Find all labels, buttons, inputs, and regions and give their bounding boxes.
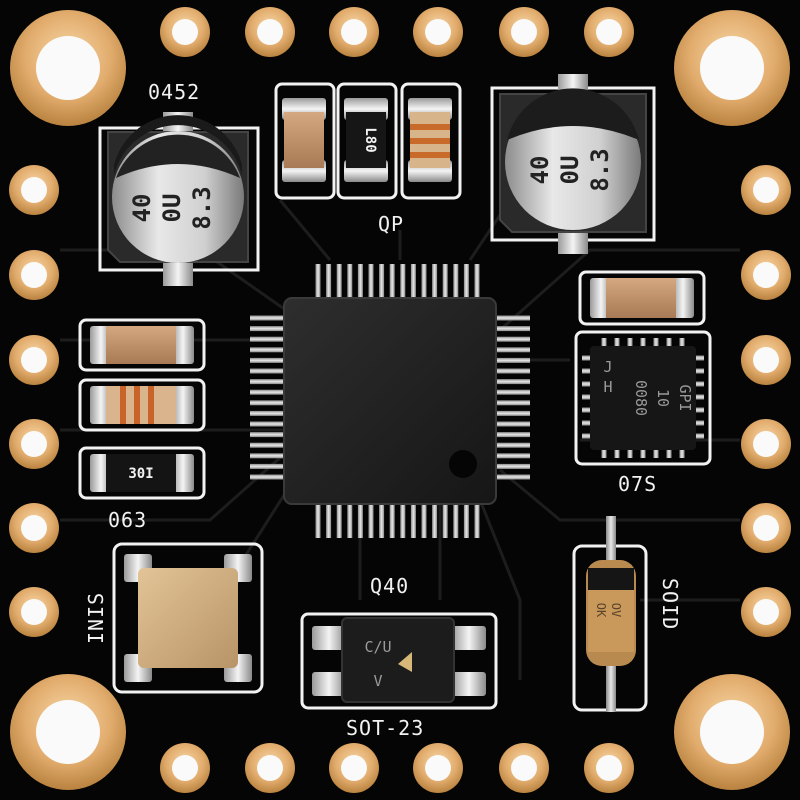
capacitor-left-marking: 40 0U 8.3: [128, 186, 216, 229]
header-pin: [584, 743, 634, 793]
header-pin: [9, 335, 59, 385]
diode-mark-2: OV: [609, 603, 623, 617]
label-caps-top: QP: [378, 212, 405, 236]
qfn-mark-small-1: J: [603, 358, 612, 376]
label-qfn: 07S: [618, 472, 658, 496]
qfn-marking: GPI 10 0080 J H: [603, 358, 694, 416]
header-pins: [9, 7, 791, 793]
diode-mark-1: OK: [594, 603, 608, 618]
qfn-mark-small-2: H: [603, 378, 612, 396]
crystal-oscillator: [112, 542, 264, 694]
header-pin: [413, 7, 463, 57]
sot-marking: C/U V: [364, 638, 391, 690]
diode: [572, 516, 648, 712]
header-pin: [160, 7, 210, 57]
header-pin: [499, 7, 549, 57]
header-pin: [741, 165, 791, 215]
qfn-chip: [574, 330, 712, 466]
main-qfp-chip: [250, 264, 530, 538]
header-pin: [9, 419, 59, 469]
cap-left-mark-3: 8.3: [188, 186, 216, 229]
header-pin: [741, 587, 791, 637]
top-smd-components: [274, 82, 462, 200]
label-resistors-left: 063: [108, 508, 148, 532]
left-smd-components: [78, 318, 206, 500]
mounting-holes: [10, 10, 790, 790]
label-sot: Q40: [370, 574, 410, 598]
header-pin: [413, 743, 463, 793]
header-pin: [329, 7, 379, 57]
qfn-mark-3: 0080: [632, 380, 650, 416]
sot-23-chip: [300, 612, 498, 710]
qfn-mark-1: GPI: [676, 384, 694, 411]
header-pin: [9, 250, 59, 300]
electrolytic-capacitor-right: [490, 74, 656, 254]
label-crystal: INIS: [84, 591, 108, 644]
resistor-top-marking: L80: [362, 127, 378, 152]
label-cap-left: 0452: [148, 80, 201, 104]
sot-mark-2: V: [373, 672, 382, 690]
header-pin: [245, 743, 295, 793]
cap-right-mark-3: 8.3: [586, 148, 614, 191]
right-smd-capacitor: [578, 270, 706, 326]
cap-left-mark-2: 0U: [158, 194, 186, 223]
header-pin: [9, 503, 59, 553]
header-pin: [741, 335, 791, 385]
label-diode: SOID: [658, 578, 682, 631]
header-pin: [245, 7, 295, 57]
cap-right-mark-1: 40: [526, 156, 554, 185]
header-pin: [329, 743, 379, 793]
diode-marking: OK OV: [594, 603, 623, 618]
header-pin: [9, 587, 59, 637]
header-pin: [741, 250, 791, 300]
sot-mark-1: C/U: [364, 638, 391, 656]
header-pin: [741, 503, 791, 553]
qfn-mark-2: 10: [654, 389, 672, 407]
header-pin: [741, 419, 791, 469]
label-sot-package: SOT-23: [346, 716, 425, 740]
header-pin: [9, 165, 59, 215]
header-pin: [584, 7, 634, 57]
resistor-left-marking: 30I: [128, 466, 153, 482]
capacitor-right-marking: 40 0U 8.3: [526, 148, 614, 191]
cap-left-mark-1: 40: [128, 194, 156, 223]
electrolytic-capacitor-left: [98, 112, 260, 286]
cap-right-mark-2: 0U: [556, 156, 584, 185]
header-pin: [160, 743, 210, 793]
header-pin: [499, 743, 549, 793]
